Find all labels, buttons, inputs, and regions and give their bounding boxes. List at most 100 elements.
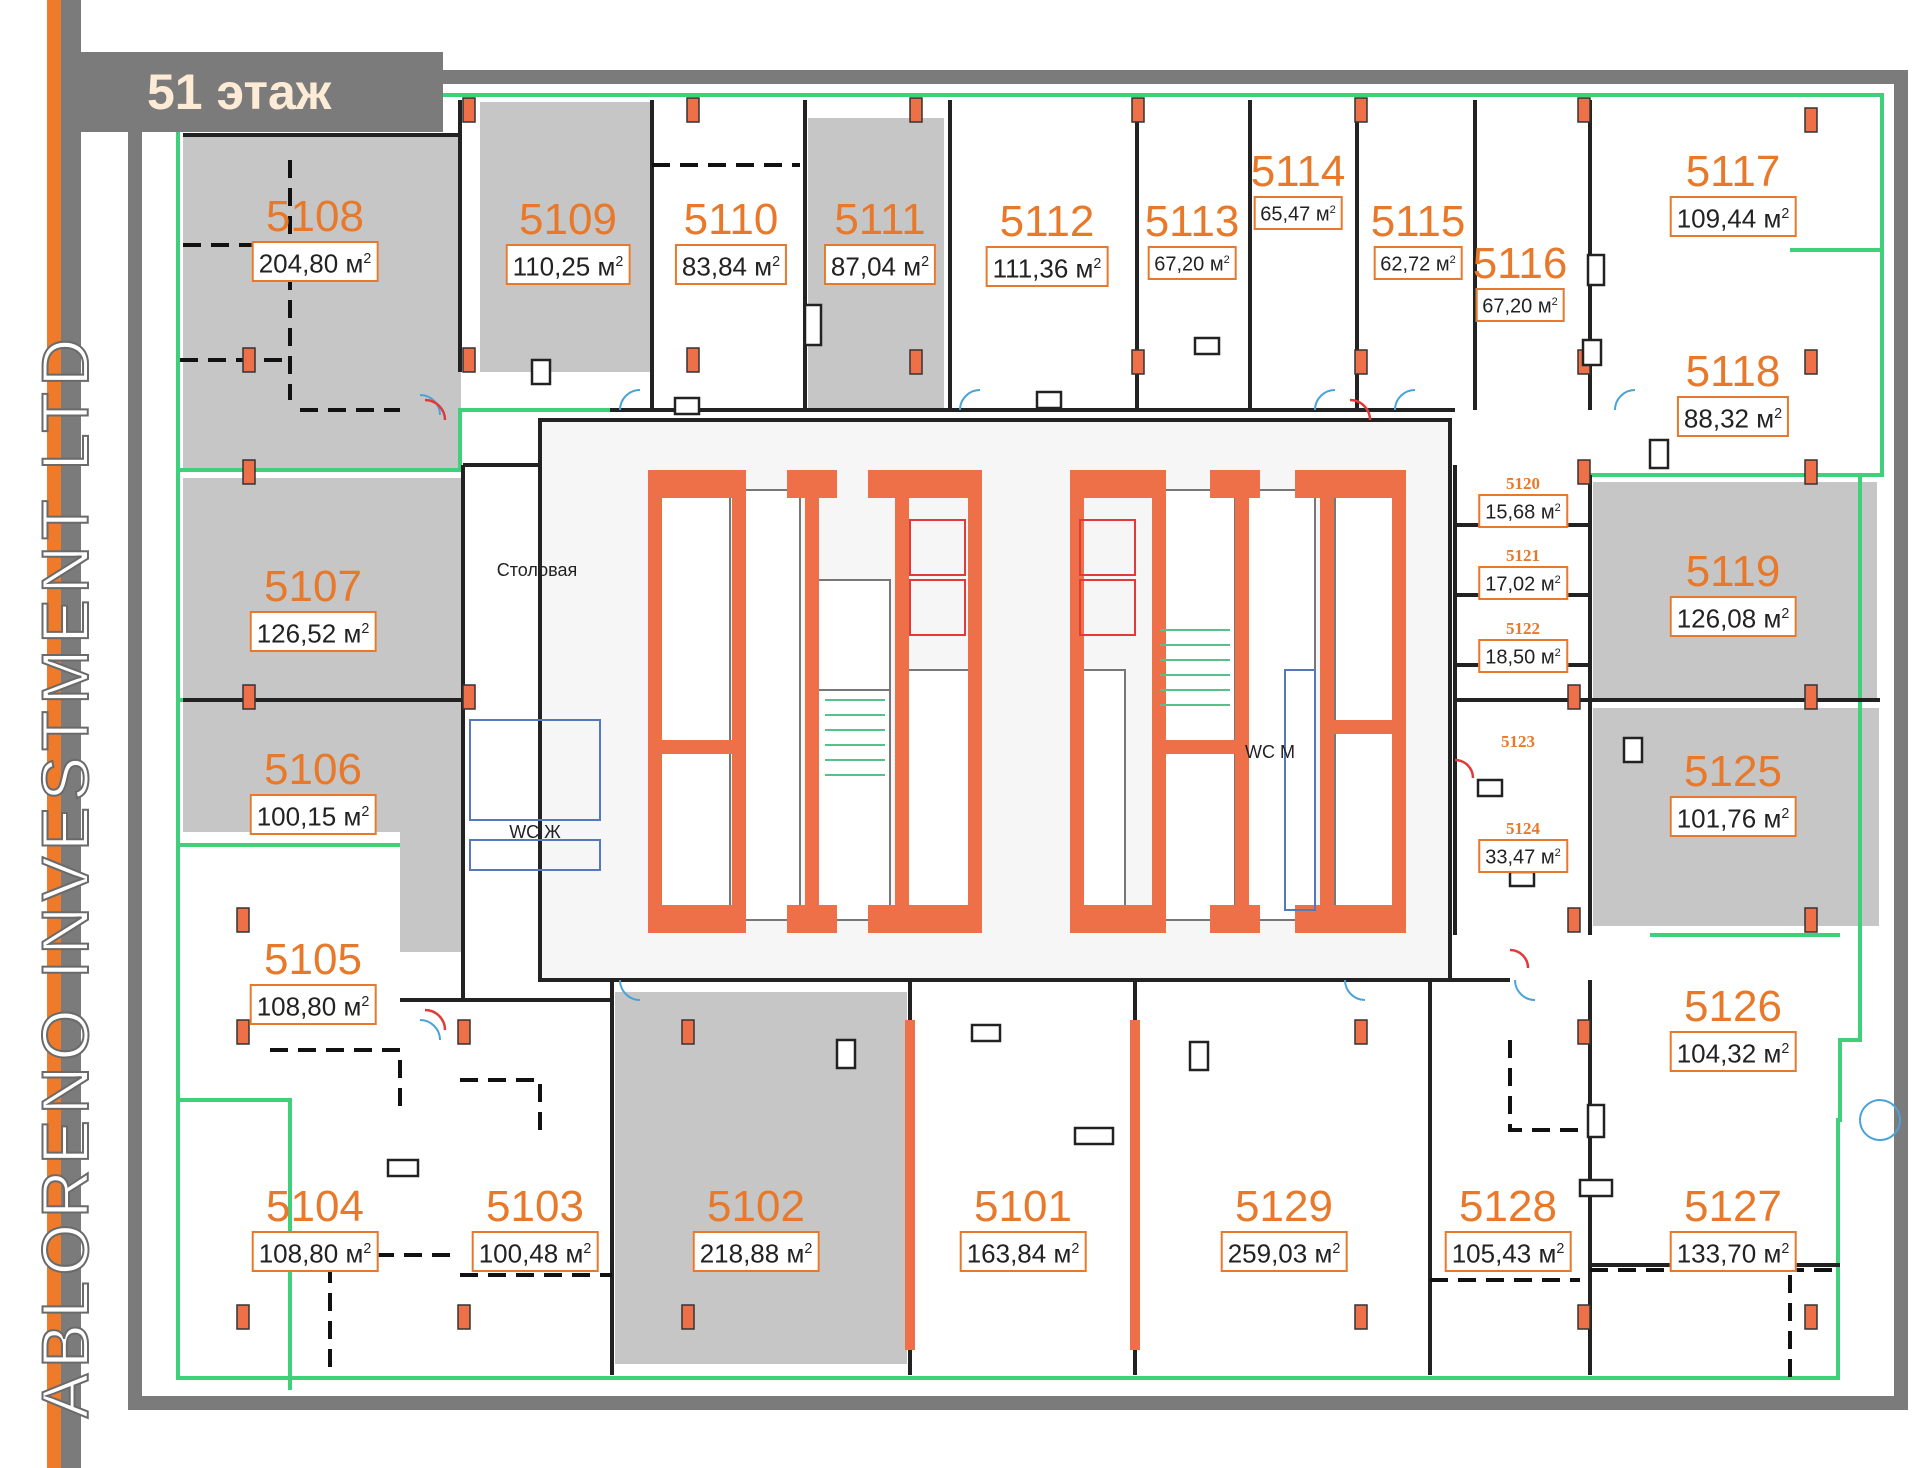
unit-area: 17,02 м2 bbox=[1478, 566, 1568, 600]
unit-number: 5127 bbox=[1684, 1182, 1782, 1231]
unit-5106[interactable]: 5106 100,15 м2 bbox=[249, 745, 377, 835]
unit-number: 5119 bbox=[1685, 547, 1781, 596]
unit-number: 5129 bbox=[1235, 1182, 1333, 1231]
wc-male-label: WC М bbox=[1245, 742, 1295, 762]
fire-doors bbox=[424, 398, 1530, 1031]
unit-5114[interactable]: 5114 65,47 м2 bbox=[1250, 147, 1346, 230]
unit-5102[interactable]: 5102 218,88 м2 bbox=[692, 1182, 820, 1272]
unit-number: 5123 bbox=[1501, 732, 1535, 751]
unit-area: 67,20 м2 bbox=[1147, 246, 1237, 280]
core-structure bbox=[648, 470, 1406, 933]
unit-area: 83,84 м2 bbox=[674, 244, 788, 285]
unit-5118[interactable]: 5118 88,32 м2 bbox=[1676, 347, 1790, 437]
occupied-areas bbox=[183, 102, 1879, 1364]
unit-number: 5115 bbox=[1370, 197, 1466, 246]
unit-number: 5108 bbox=[266, 192, 364, 241]
stairs bbox=[825, 629, 1230, 776]
unit-number: 5120 bbox=[1506, 474, 1540, 493]
unit-area: 18,50 м2 bbox=[1478, 639, 1568, 673]
unit-area: 126,52 м2 bbox=[249, 611, 377, 652]
unit-number: 5111 bbox=[834, 195, 926, 244]
unit-number: 5102 bbox=[707, 1182, 805, 1231]
unit-number: 5117 bbox=[1685, 147, 1781, 196]
unit-area: 259,03 м2 bbox=[1220, 1231, 1348, 1272]
wc-female-label: WC Ж bbox=[509, 822, 561, 842]
unit-number: 5122 bbox=[1506, 619, 1540, 638]
area-5106-fill-b bbox=[400, 832, 463, 952]
area-5119-fill bbox=[1593, 482, 1877, 700]
unit-5123[interactable]: 5123 bbox=[1501, 733, 1535, 750]
unit-area: 67,20 м2 bbox=[1475, 288, 1565, 322]
unit-5116[interactable]: 5116 67,20 м2 bbox=[1472, 239, 1568, 322]
unit-area: 105,43 м2 bbox=[1444, 1231, 1572, 1272]
unit-5107[interactable]: 5107 126,52 м2 bbox=[249, 562, 377, 652]
unit-5115[interactable]: 5115 62,72 м2 bbox=[1370, 197, 1466, 280]
unit-5110[interactable]: 5110 83,84 м2 bbox=[674, 195, 788, 285]
area-5108-fill bbox=[183, 135, 461, 470]
unit-number: 5109 bbox=[519, 195, 617, 244]
unit-area: 108,80 м2 bbox=[249, 984, 377, 1025]
unit-5103[interactable]: 5103 100,48 м2 bbox=[471, 1182, 599, 1272]
unit-5125[interactable]: 5125 101,76 м2 bbox=[1669, 747, 1797, 837]
fixtures bbox=[386, 246, 1670, 1198]
unit-area: 62,72 м2 bbox=[1373, 246, 1463, 280]
unit-area: 126,08 м2 bbox=[1669, 596, 1797, 637]
unit-5126[interactable]: 5126 104,32 м2 bbox=[1669, 982, 1797, 1072]
unit-number: 5128 bbox=[1459, 1182, 1557, 1231]
unit-area: 88,32 м2 bbox=[1676, 396, 1790, 437]
unit-number: 5118 bbox=[1685, 347, 1781, 396]
unit-number: 5110 bbox=[683, 195, 779, 244]
canteen-label: Столовая bbox=[496, 560, 578, 580]
brand-stripe-grey bbox=[61, 0, 81, 1468]
unit-number: 5101 bbox=[974, 1182, 1072, 1231]
unit-number: 5121 bbox=[1506, 546, 1540, 565]
unit-area: 109,44 м2 bbox=[1669, 196, 1797, 237]
unit-area: 133,70 м2 bbox=[1669, 1231, 1797, 1272]
unit-5104[interactable]: 5104 108,80 м2 bbox=[251, 1182, 379, 1272]
area-5109-fill bbox=[480, 102, 652, 372]
area-5107-fill bbox=[183, 478, 463, 698]
unit-number: 5125 bbox=[1684, 747, 1782, 796]
unit-number: 5104 bbox=[266, 1182, 364, 1231]
wc-stalls bbox=[469, 669, 1316, 911]
unit-5127[interactable]: 5127 133,70 м2 bbox=[1669, 1182, 1797, 1272]
brand-stripe-orange bbox=[47, 0, 61, 1468]
area-5102-fill bbox=[615, 992, 907, 1364]
unit-number: 5126 bbox=[1684, 982, 1782, 1031]
unit-number: 5116 bbox=[1472, 239, 1568, 288]
unit-5120[interactable]: 5120 15,68 м2 bbox=[1478, 475, 1568, 528]
unit-5111[interactable]: 5111 87,04 м2 bbox=[823, 195, 937, 285]
unit-number: 5105 bbox=[264, 935, 362, 984]
unit-5101[interactable]: 5101 163,84 м2 bbox=[959, 1182, 1087, 1272]
unit-5105[interactable]: 5105 108,80 м2 bbox=[249, 935, 377, 1025]
core-columns bbox=[905, 1020, 1140, 1350]
unit-5124[interactable]: 5124 33,47 м2 bbox=[1478, 820, 1568, 873]
unit-number: 5107 bbox=[264, 562, 362, 611]
unit-5129[interactable]: 5129 259,03 м2 bbox=[1220, 1182, 1348, 1272]
unit-5112[interactable]: 5112 111,36 м2 bbox=[985, 200, 1109, 287]
unit-area: 218,88 м2 bbox=[692, 1231, 820, 1272]
unit-area: 204,80 м2 bbox=[251, 241, 379, 282]
unit-area: 108,80 м2 bbox=[251, 1231, 379, 1272]
unit-5128[interactable]: 5128 105,43 м2 bbox=[1444, 1182, 1572, 1272]
floor-title: 51 этаж bbox=[81, 52, 443, 132]
unit-area: 104,32 м2 bbox=[1669, 1031, 1797, 1072]
unit-5117[interactable]: 5117 109,44 м2 bbox=[1669, 147, 1797, 237]
unit-number: 5103 bbox=[486, 1182, 584, 1231]
unit-area: 100,15 м2 bbox=[249, 794, 377, 835]
unit-area: 163,84 м2 bbox=[959, 1231, 1087, 1272]
unit-number: 5114 bbox=[1250, 147, 1346, 196]
unit-5122[interactable]: 5122 18,50 м2 bbox=[1478, 620, 1568, 673]
unit-number: 5106 bbox=[264, 745, 362, 794]
unit-5121[interactable]: 5121 17,02 м2 bbox=[1478, 547, 1568, 600]
elevator-shafts bbox=[909, 519, 1136, 636]
unit-5113[interactable]: 5113 67,20 м2 bbox=[1145, 200, 1239, 280]
unit-5119[interactable]: 5119 126,08 м2 bbox=[1669, 547, 1797, 637]
unit-area: 101,76 м2 bbox=[1669, 796, 1797, 837]
unit-area: 33,47 м2 bbox=[1478, 839, 1568, 873]
unit-area: 100,48 м2 bbox=[471, 1231, 599, 1272]
structural-columns bbox=[236, 97, 1818, 1330]
unit-5109[interactable]: 5109 110,25 м2 bbox=[505, 195, 631, 285]
unit-5108[interactable]: 5108 204,80 м2 bbox=[251, 192, 379, 282]
